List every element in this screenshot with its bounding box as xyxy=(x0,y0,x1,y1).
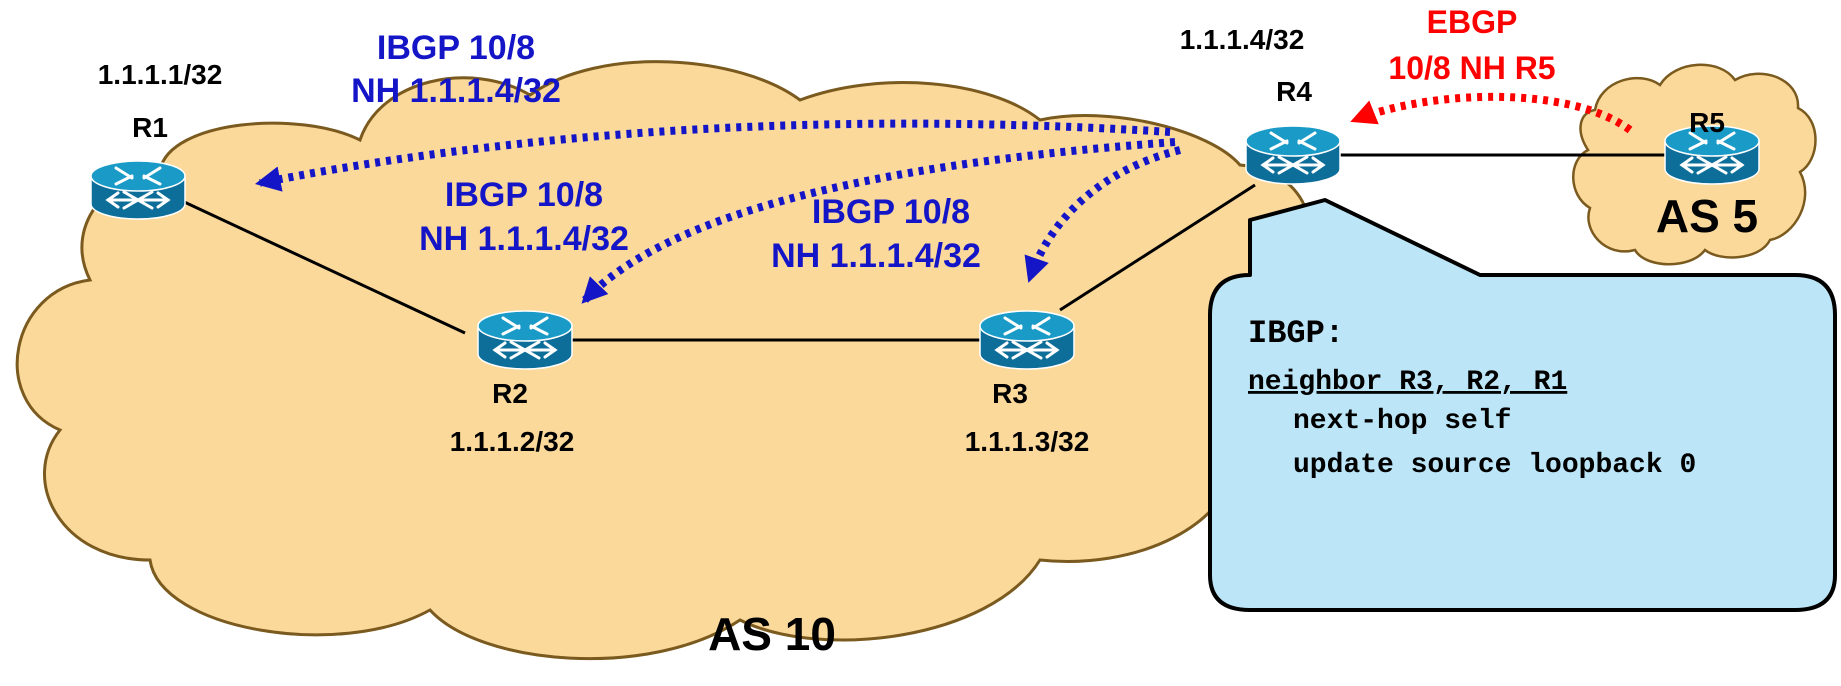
r2-address-label: 1.1.1.2/32 xyxy=(450,426,575,457)
r1-name-label: R1 xyxy=(132,112,168,143)
update-from-r5-line2: 10/8 NH R5 xyxy=(1388,50,1555,86)
config-neighbor-line: neighbor R3, R2, R1 xyxy=(1248,367,1567,398)
config-callout xyxy=(1208,198,1837,612)
update-to-r3-line1: IBGP 10/8 xyxy=(812,193,970,231)
r5-name-label: R5 xyxy=(1689,107,1725,138)
r3-address-label: 1.1.1.3/32 xyxy=(965,426,1090,457)
config-command: next-hop self xyxy=(1293,406,1511,437)
update-to-r2-line1: IBGP 10/8 xyxy=(445,176,603,214)
r4-address-label: 1.1.1.4/32 xyxy=(1180,24,1305,55)
ibgp-arrow-to-r2 xyxy=(581,138,1176,304)
router-icon[interactable] xyxy=(476,309,574,371)
update-to-r1-line2: NH 1.1.1.4/32 xyxy=(351,72,561,110)
update-to-r2-line2: NH 1.1.1.4/32 xyxy=(419,220,629,258)
update-to-r1-line1: IBGP 10/8 xyxy=(377,29,535,67)
ibgp-arrow-to-r1 xyxy=(254,119,1171,192)
r2-name-label: R2 xyxy=(492,378,528,409)
router-icon[interactable] xyxy=(978,309,1076,371)
router-icon[interactable] xyxy=(89,159,187,221)
router-icon[interactable] xyxy=(1244,124,1342,186)
as10-cloud xyxy=(15,60,1312,661)
config-heading: IBGP: xyxy=(1248,315,1344,352)
ibgp-arrow-to-r3 xyxy=(1024,146,1181,283)
r1-address-label: 1.1.1.1/32 xyxy=(98,59,223,90)
r3-name-label: R3 xyxy=(992,378,1028,409)
as5-label: AS 5 xyxy=(1656,190,1758,242)
r4-name-label: R4 xyxy=(1276,76,1312,107)
config-command: update source loopback 0 xyxy=(1293,450,1696,481)
link-r3-r4 xyxy=(1059,183,1256,312)
update-from-r5-line1: EBGP xyxy=(1427,4,1518,40)
link-r1-r2 xyxy=(179,198,466,335)
update-to-r3-line2: NH 1.1.1.4/32 xyxy=(771,237,981,275)
as10-label: AS 10 xyxy=(708,608,836,660)
